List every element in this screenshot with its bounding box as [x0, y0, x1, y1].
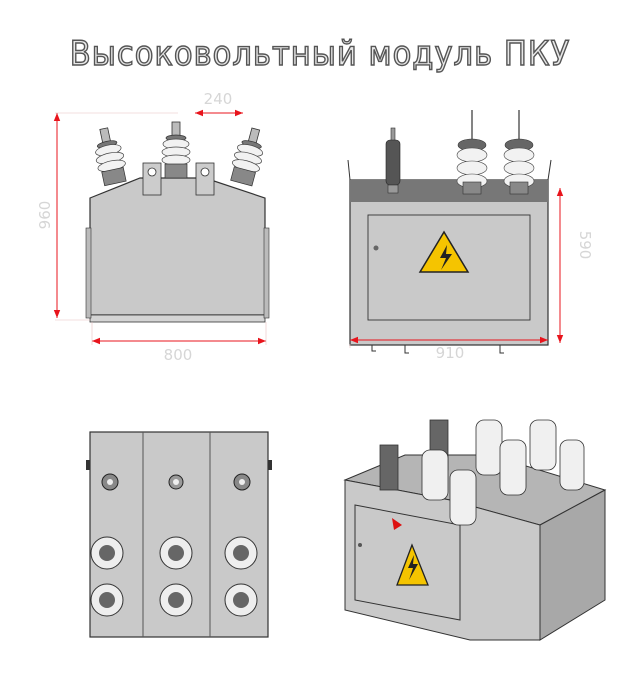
side-view	[347, 110, 552, 354]
surge-arrester-icon	[385, 127, 401, 194]
isometric-view	[343, 419, 607, 641]
insulator-icon	[89, 125, 130, 187]
warning-sign-icon	[396, 543, 429, 586]
dimension-590: 590	[576, 231, 594, 260]
front-dimensions: 240 960 800	[36, 90, 267, 364]
dimension-240: 240	[204, 90, 233, 108]
dimension-960: 960	[36, 201, 54, 230]
side-dimensions: 590 910	[349, 188, 594, 362]
insulator-icon	[503, 110, 535, 195]
insulator-icon	[161, 121, 191, 179]
dimension-910: 910	[436, 344, 465, 362]
diagram-title: Высоковольтный модуль ПКУ	[69, 33, 571, 74]
dimension-800: 800	[164, 346, 193, 364]
insulator-icon	[227, 124, 270, 188]
front-view	[85, 121, 270, 323]
warning-sign-icon	[418, 230, 470, 273]
insulator-icon	[456, 110, 488, 195]
bottom-view	[86, 431, 272, 638]
